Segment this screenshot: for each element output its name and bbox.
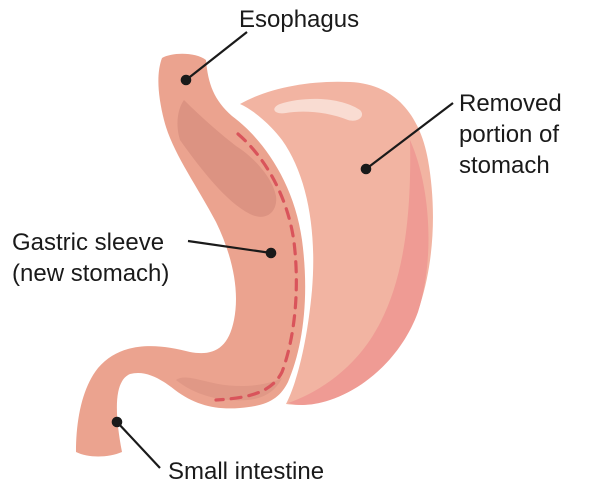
label-removed-line-3: stomach [459,150,562,181]
label-removed-line-2: portion of [459,119,562,150]
label-esophagus: Esophagus [239,4,359,35]
leader-dot-esophagus [182,76,190,84]
leader-dot-sleeve [267,249,275,257]
leader-dot-intestine [113,418,121,426]
label-small-intestine: Small intestine [168,456,324,487]
label-gastric-sleeve: Gastric sleeve (new stomach) [12,227,169,289]
label-removed-portion: Removed portion of stomach [459,88,562,181]
leader-intestine [117,422,160,468]
label-sleeve-line-2: (new stomach) [12,258,169,289]
label-removed-line-1: Removed [459,88,562,119]
label-sleeve-line-1: Gastric sleeve [12,227,169,258]
leader-dot-removed [362,165,370,173]
